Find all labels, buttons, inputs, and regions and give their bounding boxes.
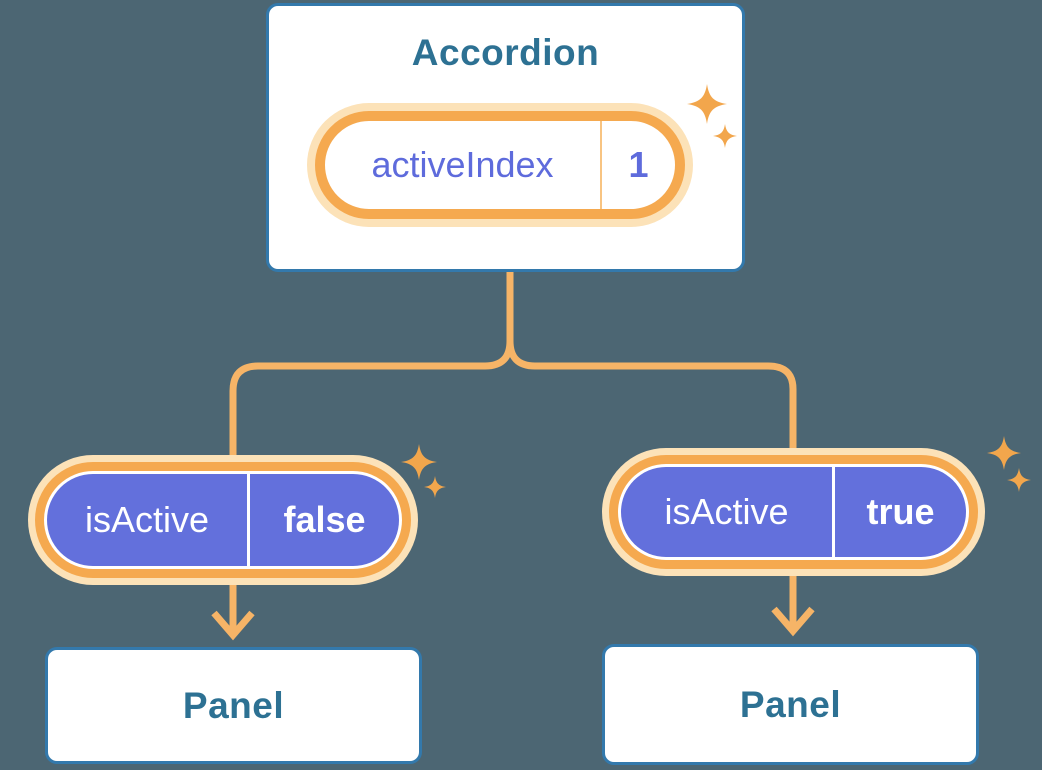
is-active-pill-left-core: isActive false	[47, 474, 399, 566]
is-active-pill-left: isActive false	[28, 455, 418, 585]
is-active-pill-right: isActive true	[602, 448, 985, 576]
sparkle-small-right-pill-icon	[1007, 468, 1031, 492]
state-pill-divider	[600, 121, 602, 209]
panel-left-title: Panel	[182, 684, 285, 726]
is-active-pill-right-core: isActive true	[621, 467, 966, 557]
panel-card-left: Panel	[45, 647, 422, 764]
state-pill-value: 1	[628, 144, 649, 185]
is-active-pill-left-value: false	[283, 499, 366, 540]
arrowhead-left-icon	[211, 610, 255, 641]
is-active-pill-right-divider	[832, 467, 835, 557]
is-active-pill-right-label: isActive	[664, 491, 789, 532]
connector-right-branch	[506, 265, 797, 631]
state-pill-ring: activeIndex 1	[315, 111, 685, 219]
sparkle-small-left-pill-icon	[424, 476, 446, 498]
is-active-pill-left-ring: isActive false	[35, 462, 411, 578]
is-active-pill-right-ring: isActive true	[609, 455, 978, 569]
sparkle-large-left-pill-icon	[401, 444, 437, 480]
panel-card-right: Panel	[602, 644, 979, 765]
accordion-title: Accordion	[411, 32, 600, 73]
arrowhead-right-icon	[771, 606, 815, 637]
sparkle-large-right-pill-icon	[987, 436, 1021, 470]
state-pill-label: activeIndex	[371, 144, 554, 185]
sparkle-small-accordion-icon	[713, 124, 737, 148]
is-active-pill-right-value: true	[866, 491, 935, 532]
is-active-pill-left-divider	[247, 474, 250, 566]
is-active-pill-left-label: isActive	[84, 499, 210, 540]
sparkle-large-accordion-icon	[687, 84, 727, 124]
state-pill-core: activeIndex 1	[325, 121, 675, 209]
panel-right-title: Panel	[739, 683, 842, 725]
active-index-state-pill: activeIndex 1	[307, 103, 693, 227]
